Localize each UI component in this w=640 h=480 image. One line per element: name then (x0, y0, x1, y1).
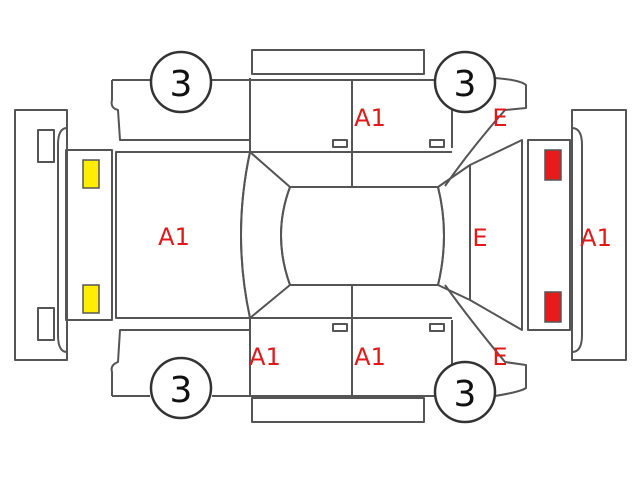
right-rear-door-code: E (492, 343, 507, 371)
rear-glass-code: E (472, 224, 487, 252)
rear-bumper (571, 109, 627, 361)
rear-window (437, 164, 471, 301)
wheel-front-left-value: 3 (170, 64, 193, 105)
rear-bumper-code: A1 (580, 224, 612, 252)
wheel-front-left: 3 (149, 50, 213, 114)
right-front-door-code: A1 (249, 343, 281, 371)
wheel-rear-left-value: 3 (454, 64, 477, 105)
front-bumper (14, 109, 68, 361)
right-side (110, 284, 527, 397)
trunk (469, 139, 523, 331)
wheel-rear-right-value: 3 (454, 374, 477, 415)
wheel-front-right: 3 (149, 356, 213, 420)
rear-right-lamp (544, 291, 562, 323)
rear-panel (527, 139, 571, 331)
wheel-rear-right: 3 (433, 360, 497, 424)
front-left-lamp (82, 159, 100, 189)
left-rear-door-code: A1 (354, 104, 386, 132)
front-right-lamp (82, 284, 100, 314)
right-side-sill (251, 397, 425, 423)
rear-left-lamp (544, 149, 562, 181)
left-side (110, 77, 527, 187)
wheel-rear-left: 3 (433, 50, 497, 114)
left-front-door-code: A1 (354, 343, 386, 371)
right-rear-quarter-code: E (492, 104, 507, 132)
wheel-front-right-value: 3 (170, 370, 193, 411)
windshield (240, 151, 291, 319)
front-panel (65, 149, 113, 321)
left-side-sill (251, 49, 425, 75)
hood-code: A1 (158, 223, 190, 251)
roof (280, 186, 445, 286)
